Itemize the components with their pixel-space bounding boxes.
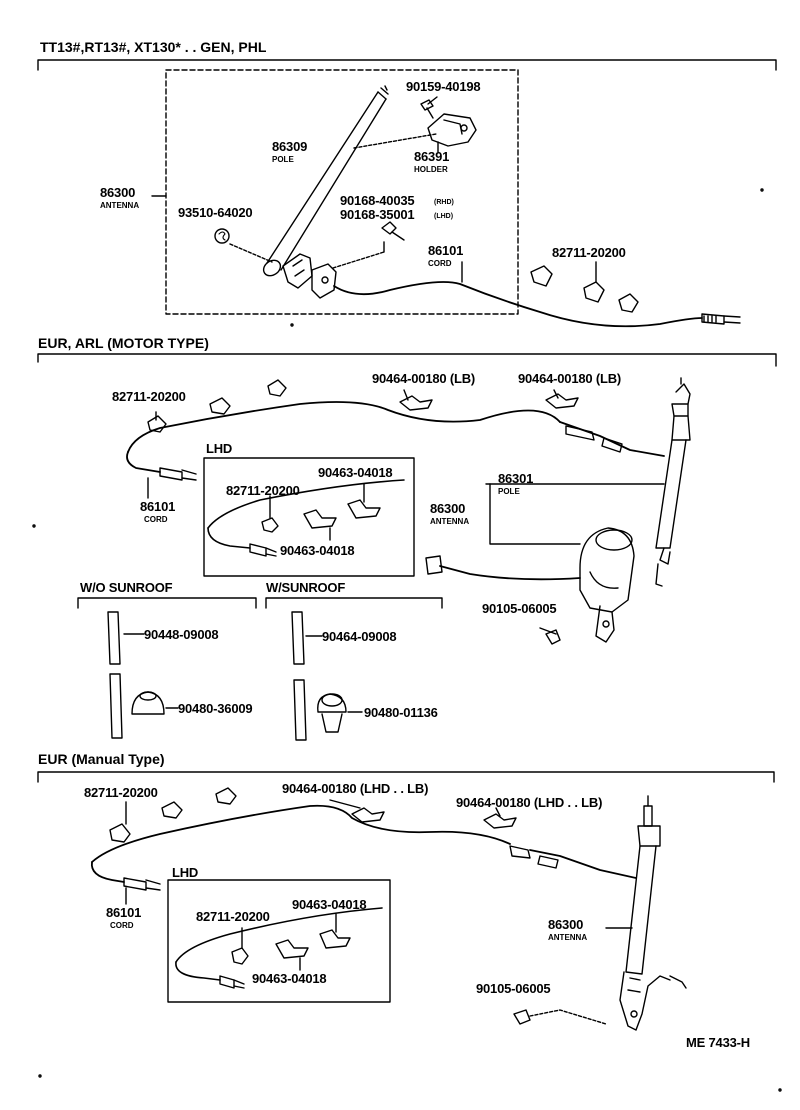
motor-antenna-86300 — [655, 377, 691, 587]
part-number-82711-20200: 82711-20200 — [552, 245, 626, 260]
part-number-86391: 86391 — [414, 149, 450, 164]
clips-82711-motor — [147, 379, 287, 433]
part-number-86101: 86101 — [428, 243, 464, 258]
grommet-90480-36009 — [131, 691, 165, 715]
grommet-90480-01136 — [317, 693, 347, 733]
manual-cord — [91, 804, 511, 863]
part-name-holder: HOLDER — [414, 165, 448, 174]
screw-90159-40198 — [420, 99, 434, 119]
part-number-86301: 86301 — [498, 471, 534, 486]
weatherstrip-90448 — [107, 611, 121, 665]
antenna-assembly-dashed-box — [165, 69, 519, 315]
top-section-header: TT13#,RT13#, XT130* . . GEN, PHL — [40, 39, 267, 55]
w-sunroof-bracket — [265, 597, 443, 609]
part-number-82711-20200: 82711-20200 — [84, 785, 158, 800]
part-number-90463-04018: 90463-04018 — [292, 897, 367, 912]
part-number-90464-00180: 90464-00180 (LB) — [518, 371, 622, 386]
part-number-86101: 86101 — [140, 499, 176, 514]
part-name-antenna: ANTENNA — [430, 517, 470, 526]
part-number-86101: 86101 — [106, 905, 142, 920]
manual-antenna-86300 — [619, 795, 687, 1031]
pole-86309 — [262, 85, 389, 277]
clips-82711-manual — [109, 787, 237, 843]
part-number-90480-01136: 90480-01136 — [364, 705, 438, 720]
part-name-cord: CORD — [110, 921, 134, 930]
part-name-cord: CORD — [144, 515, 168, 524]
motor-lhd-box — [203, 457, 415, 577]
top-section-bracket — [37, 59, 777, 71]
motor-lhd-title: LHD — [206, 441, 233, 456]
motor-section-bracket — [37, 353, 777, 367]
manual-section-header: EUR (Manual Type) — [38, 751, 165, 767]
diagram-code: ME 7433-H — [686, 1035, 750, 1050]
part-number-82711-20200: 82711-20200 — [196, 909, 270, 924]
part-number-93510-64020: 93510-64020 — [178, 205, 253, 220]
part-number-90463-04018: 90463-04018 — [252, 971, 327, 986]
antenna-motor-housing — [579, 527, 635, 643]
part-number-90105-06005: 90105-06005 — [482, 601, 557, 616]
clamps-90464-motor — [399, 393, 579, 411]
part-number-90464-00180-lhd: 90464-00180 (LHD . . LB) — [456, 795, 603, 810]
w-sunroof-title: W/SUNROOF — [266, 580, 346, 595]
holder-86391 — [427, 113, 477, 147]
manual-section-bracket — [37, 771, 775, 783]
part-name-pole: POLE — [498, 487, 520, 496]
manual-lhd-box — [167, 879, 391, 1003]
part-number-82711-20200: 82711-20200 — [112, 389, 186, 404]
part-number-90168-40035: 90168-40035 — [340, 193, 415, 208]
part-number-82711-20200: 82711-20200 — [226, 483, 300, 498]
motor-section-header: EUR, ARL (MOTOR TYPE) — [38, 335, 209, 351]
part-number-86300: 86300 — [548, 917, 584, 932]
wo-sunroof-bracket — [77, 597, 257, 609]
part-number-90159-40198: 90159-40198 — [406, 79, 481, 94]
part-name-antenna: ANTENNA — [548, 933, 588, 942]
note-rhd: (RHD) — [434, 199, 454, 206]
part-number-90464-00180-lhd: 90464-00180 (LHD . . LB) — [282, 781, 429, 796]
part-number-90480-36009: 90480-36009 — [178, 701, 253, 716]
part-number-86300: 86300 — [430, 501, 466, 516]
part-number-90168-35001: 90168-35001 — [340, 207, 415, 222]
wo-sunroof-title: W/O SUNROOF — [80, 580, 173, 595]
part-number-90463-04018: 90463-04018 — [318, 465, 393, 480]
part-number-90463-04018: 90463-04018 — [280, 543, 355, 558]
part-number-86309: 86309 — [272, 139, 308, 154]
part-number-86300: 86300 — [100, 185, 136, 200]
antenna-base-bracket — [282, 253, 337, 299]
part-number-90448-09008: 90448-09008 — [144, 627, 219, 642]
weatherstrip-90464 — [291, 611, 305, 665]
part-number-90105-06005: 90105-06005 — [476, 981, 551, 996]
part-name-cord: CORD — [428, 259, 452, 268]
clamps-90464-manual — [351, 807, 517, 829]
clips-82711-top — [530, 265, 639, 313]
part-number-90464-09008: 90464-09008 — [322, 629, 397, 644]
part-name-antenna: ANTENNA — [100, 201, 140, 210]
clip-93510-64020 — [214, 228, 230, 244]
motor-cord — [127, 401, 561, 453]
note-lhd: (LHD) — [434, 213, 454, 220]
part-number-90464-00180: 90464-00180 (LB) — [372, 371, 476, 386]
manual-lhd-title: LHD — [172, 865, 199, 880]
part-name-pole: POLE — [272, 155, 294, 164]
screw-90168 — [381, 221, 405, 241]
